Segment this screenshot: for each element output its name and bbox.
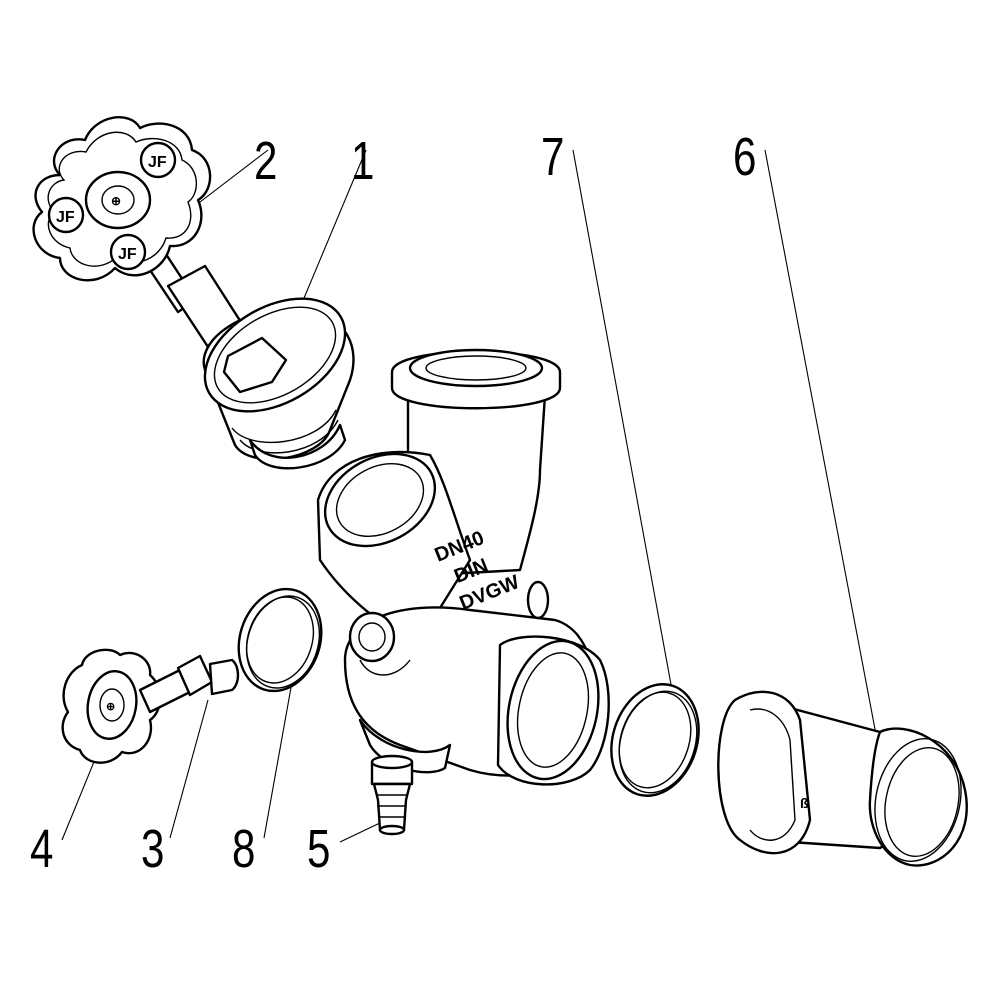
- bonnet-nut: [222, 336, 288, 394]
- handwheel-window-left: [47, 196, 85, 234]
- leader-6: [764, 149, 879, 746]
- svg-text:JF: JF: [118, 246, 137, 263]
- part-8-seal-ring: [237, 587, 323, 693]
- body-side-nub: [526, 580, 550, 620]
- handwheel-window-right: [139, 141, 177, 179]
- union-logo-mark: ß: [800, 795, 809, 811]
- callout-6: 6: [733, 127, 757, 187]
- bonnet-thread: [248, 423, 347, 470]
- union-hex-nut: [717, 690, 812, 855]
- svg-text:JF: JF: [56, 209, 75, 226]
- part-3-spindle: [138, 654, 240, 714]
- body-drain-boss: [348, 611, 396, 663]
- callout-2: 2: [254, 131, 278, 191]
- callout-5: 5: [307, 819, 331, 879]
- part-1-bonnet: [202, 297, 355, 470]
- part-5-hose-nozzle: [370, 754, 414, 836]
- svg-text:⊕: ⊕: [106, 701, 115, 713]
- svg-text:⊕: ⊕: [111, 194, 121, 208]
- callout-3: 3: [141, 819, 165, 879]
- part-2-handwheel: ⊕ JF JF JF: [32, 116, 282, 392]
- handwheel-window-bottom: [109, 233, 147, 271]
- union-tailpiece: [868, 727, 968, 867]
- callout-1: 1: [351, 131, 375, 191]
- callout-4: 4: [30, 819, 54, 879]
- spindle-thread: [208, 658, 240, 696]
- valve-body: DN40 DIN DVGW: [316, 348, 610, 786]
- handwheel-hub: [84, 170, 152, 230]
- leader-8: [263, 681, 293, 839]
- nozzle-barb: [372, 782, 412, 832]
- small-handwheel-hub: [86, 670, 138, 740]
- leader-1: [293, 149, 367, 323]
- callout-8: 8: [232, 819, 256, 879]
- callout-7: 7: [541, 127, 565, 187]
- leader-7: [572, 149, 673, 691]
- leader-5: [339, 821, 383, 843]
- body-diagonal-opening: [323, 452, 437, 548]
- leader-lines: [61, 149, 879, 843]
- svg-text:JF: JF: [148, 154, 167, 171]
- leader-4: [61, 751, 99, 841]
- leader-3: [169, 699, 209, 839]
- part-4-small-handwheel: ⊕: [61, 648, 162, 764]
- part-7-seal-ring: [610, 683, 700, 797]
- part-6-union-coupling: ß: [717, 690, 968, 867]
